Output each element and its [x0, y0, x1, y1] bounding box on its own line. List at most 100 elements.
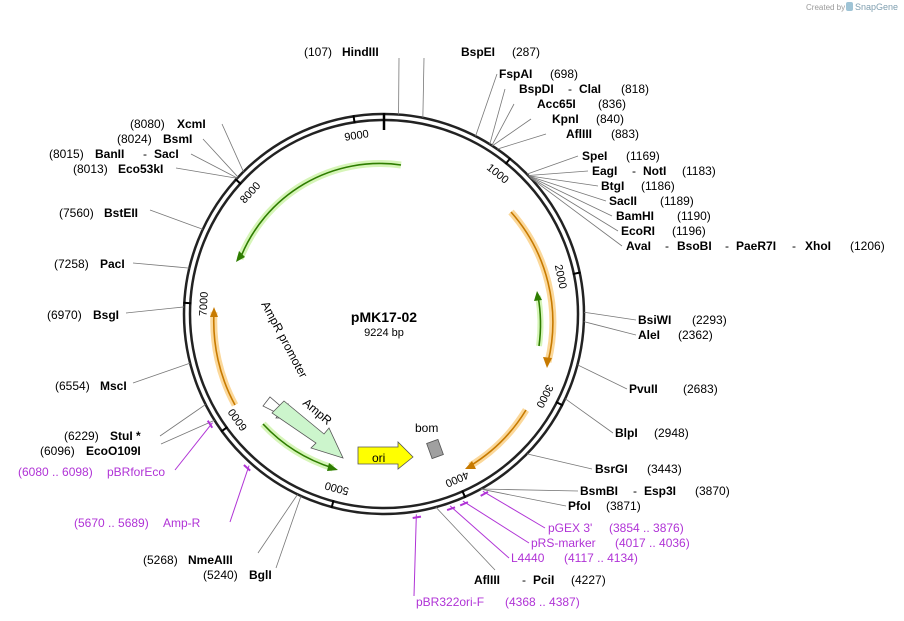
- site-name: SacII: [609, 194, 637, 208]
- primer-name: L4440: [511, 551, 545, 565]
- site-pos-label: (3871): [606, 499, 641, 513]
- orf-arc-right: [510, 211, 554, 363]
- site-name: SpeI: [582, 149, 607, 163]
- orf-arc-lower-right-head: [465, 461, 476, 469]
- site-pos-label: (3870): [695, 484, 730, 498]
- site-leader-line: [583, 311, 637, 321]
- site-name: AvaI: [626, 239, 651, 253]
- primer-name: pRS-marker: [531, 536, 596, 550]
- site-leader-line: [257, 494, 298, 554]
- site-name: AleI: [638, 328, 660, 342]
- site-leader-line: [159, 404, 206, 437]
- site-leader-line: [160, 419, 215, 445]
- site-leader-line: [175, 167, 238, 179]
- site-name: BstEII: [104, 206, 138, 220]
- site-name: BspEI: [461, 45, 495, 59]
- site-name: XcmI: [177, 117, 206, 131]
- site-leader-line: [480, 488, 567, 507]
- primer-leader-line: [462, 500, 530, 544]
- site-name-separator: -: [725, 239, 729, 253]
- site-pos-label: (2293): [692, 313, 727, 327]
- site-name: PacI: [100, 257, 125, 271]
- site-leader-line: [132, 362, 191, 384]
- tick-mark-1000: [504, 157, 512, 165]
- amp-r-feature-arrow: [271, 400, 344, 459]
- site-name: ClaI: [579, 82, 601, 96]
- primer-leader-line: [482, 490, 546, 529]
- site-pos-label: (840): [596, 112, 624, 126]
- site-name: XhoI: [805, 239, 831, 253]
- site-pos-label: (1186): [641, 179, 675, 193]
- site-name: BsoBI: [677, 239, 712, 253]
- primer-range: (4017 .. 4036): [615, 536, 690, 550]
- snapgene-logo-icon: [846, 2, 853, 11]
- site-name-separator: -: [568, 82, 572, 96]
- site-pos-label: (1196): [672, 224, 706, 238]
- site-pos-label: (8080): [130, 117, 165, 131]
- site-name: BanII: [95, 147, 124, 161]
- site-leader-line: [497, 133, 547, 150]
- site-name-separator: -: [143, 147, 147, 161]
- feature-label-ori: ori: [372, 451, 385, 465]
- feature-label-bom: bom: [415, 421, 438, 435]
- site-pos-label: (5240): [203, 568, 238, 582]
- primer-range: (3854 .. 3876): [609, 521, 684, 535]
- site-leader-line: [275, 495, 302, 569]
- site-name: Acc65I: [537, 97, 576, 111]
- tick-mark-8000: [234, 178, 242, 186]
- primer-name: pBRforEco: [107, 465, 165, 479]
- site-leader-line: [125, 306, 185, 314]
- site-pos-label: (1190): [677, 209, 711, 223]
- site-pos-label: (6970): [47, 308, 82, 322]
- site-leader-line: [221, 123, 244, 172]
- tick-label-7000: 7000: [198, 291, 211, 316]
- tick-mark-3000: [555, 400, 564, 407]
- primer-range: (4368 .. 4387): [505, 595, 580, 609]
- plasmid-length: 9224 bp: [364, 327, 404, 339]
- site-name: BtgI: [601, 179, 624, 193]
- site-name: BsgI: [93, 308, 119, 322]
- site-name: PvuII: [629, 382, 658, 396]
- site-name: HindIII: [342, 45, 379, 59]
- primer-leader-line: [413, 514, 417, 597]
- primer-name: pGEX 3': [548, 521, 592, 535]
- site-name: KpnI: [552, 112, 579, 126]
- orf-arc-top-left-glow: [236, 159, 402, 261]
- site-pos-label: (1183): [682, 164, 716, 178]
- site-pos-label: (2948): [654, 426, 689, 440]
- site-name: BsiWI: [638, 313, 671, 327]
- site-leader-line: [149, 209, 203, 230]
- site-name: BsmBI: [580, 484, 618, 498]
- site-name: BglI: [249, 568, 272, 582]
- site-name-separator: -: [632, 164, 636, 178]
- primer-name: Amp-R: [163, 516, 201, 530]
- site-name: BlpI: [615, 426, 638, 440]
- site-name: BamHI: [616, 209, 654, 223]
- primer-leader-line: [174, 422, 213, 471]
- site-name: EcoRI: [621, 224, 655, 238]
- orf-arc-left: [212, 311, 236, 406]
- site-leader-line: [132, 262, 190, 269]
- site-pos-label: (7560): [59, 206, 94, 220]
- primer-binding-mark: [446, 506, 456, 512]
- site-leader-line: [526, 155, 579, 175]
- tick-label-9000: 9000: [344, 128, 370, 144]
- site-pos-label: (1206): [850, 239, 885, 253]
- site-leader-line: [422, 57, 425, 118]
- primer-binding-mark: [412, 515, 422, 519]
- orf-arc-top-left-head: [236, 251, 245, 262]
- tick-label-6000: 6000: [226, 406, 250, 433]
- watermark-brand: SnapGene: [855, 2, 898, 12]
- primer-binding-mark: [480, 490, 489, 497]
- orf-arc-right-head: [543, 357, 552, 368]
- ori-feature-arrow: [357, 441, 414, 470]
- site-pos-label: (6096): [40, 444, 75, 458]
- primer-name: pBR322ori-F: [416, 595, 484, 609]
- site-leader-line: [530, 177, 623, 247]
- site-name: BspDI: [519, 82, 554, 96]
- bom-feature-box: [426, 438, 444, 460]
- site-name: AflIII: [566, 127, 592, 141]
- orf-arc-top-left: [239, 162, 402, 260]
- site-pos-label: (4227): [571, 573, 606, 587]
